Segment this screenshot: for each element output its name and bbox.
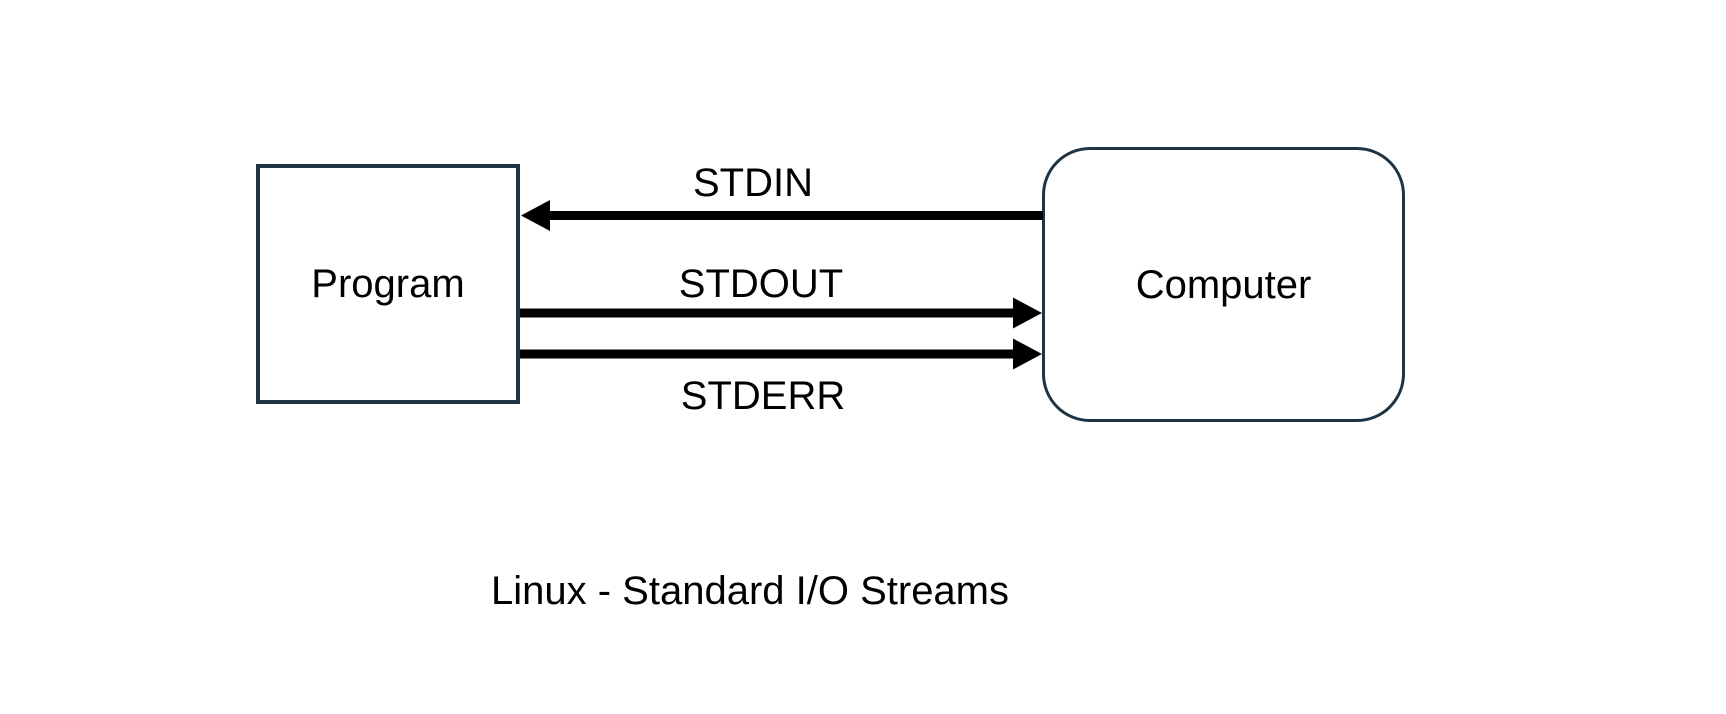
stderr-arrow — [520, 338, 1042, 370]
diagram-title: Linux - Standard I/O Streams — [490, 569, 1010, 613]
stdout-label: STDOUT — [678, 262, 844, 306]
program-node-label: Program — [311, 262, 465, 306]
stderr-label: STDERR — [680, 374, 846, 418]
computer-node: Computer — [1042, 147, 1405, 422]
computer-node-label: Computer — [1135, 262, 1312, 307]
program-node: Program — [256, 164, 520, 404]
stdin-label: STDIN — [693, 161, 813, 205]
